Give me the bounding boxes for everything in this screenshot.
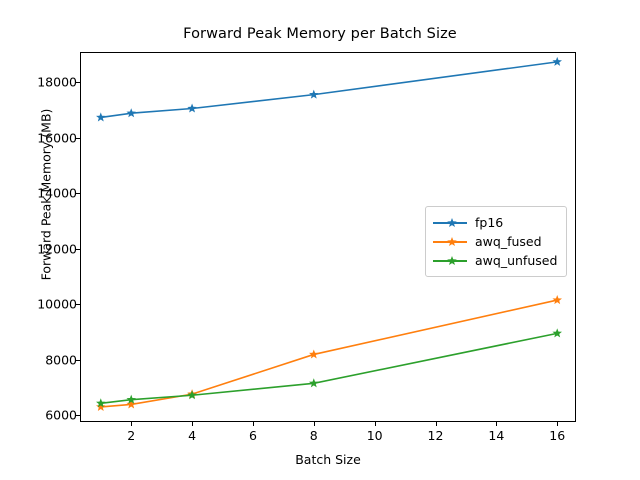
x-tick-mark-10 <box>374 421 376 426</box>
data-point-marker <box>187 103 197 113</box>
data-point-marker <box>552 295 562 305</box>
y-axis-label: Forward Peak Memory (MB) <box>38 108 54 281</box>
legend-item-fp16[interactable]: fp16 <box>433 213 557 232</box>
data-point-marker <box>126 108 136 118</box>
plot-area: 6000 8000 10000 12000 14000 16000 18000 2 4 6 8 10 1… <box>37 52 576 443</box>
x-tick-mark-8 <box>313 421 315 426</box>
data-point-marker <box>187 390 197 400</box>
y-tick-label: 14000 <box>37 185 77 201</box>
legend-star-icon <box>447 255 457 265</box>
legend-swatch <box>433 217 467 229</box>
series-awq_unfused <box>96 328 562 408</box>
series-line-awq_fused <box>100 299 558 408</box>
data-point-marker <box>309 378 319 388</box>
chart-legend: fp16 awq_fused awq_unfused <box>425 206 568 277</box>
x-tick-label: 10 <box>366 428 383 443</box>
legend-item-awq_unfused[interactable]: awq_unfused <box>433 251 557 270</box>
legend-star-icon <box>447 217 457 227</box>
x-tick-mark-16 <box>557 421 559 426</box>
y-tick-label: 12000 <box>37 241 77 257</box>
series-line-awq_unfused <box>100 332 558 405</box>
legend-label: awq_unfused <box>475 253 558 268</box>
y-tick-mark <box>76 304 81 306</box>
x-tick-label: 4 <box>188 428 197 443</box>
x-axis-label: Batch Size <box>295 452 361 467</box>
series-fp16 <box>96 56 562 122</box>
x-tick-label: 14 <box>488 428 505 443</box>
y-tick-label: 16000 <box>37 130 77 146</box>
legend-swatch <box>433 255 467 267</box>
y-tick-mark <box>76 415 81 417</box>
y-tick-mark <box>76 248 81 250</box>
legend-item-awq_fused[interactable]: awq_fused <box>433 232 557 251</box>
x-tick-mark-4 <box>192 421 194 426</box>
y-tick-label: 18000 <box>37 74 77 90</box>
y-tick-mark <box>76 359 81 361</box>
legend-swatch <box>433 236 467 248</box>
data-point-marker <box>309 89 319 99</box>
data-point-marker <box>126 394 136 404</box>
series-awq_fused <box>96 295 562 411</box>
x-tick-label: 8 <box>309 428 318 443</box>
x-tick-label: 6 <box>248 428 257 443</box>
y-tick-mark <box>76 137 81 139</box>
legend-label: awq_fused <box>475 234 542 249</box>
y-tick-label: 6000 <box>45 407 77 423</box>
x-tick-mark-12 <box>435 421 437 426</box>
data-point-marker <box>552 56 562 66</box>
series-line-fp16 <box>100 61 558 119</box>
y-tick-mark <box>76 82 81 84</box>
data-point-marker <box>96 401 106 411</box>
x-tick-label: 12 <box>427 428 444 443</box>
data-point-marker <box>309 349 319 359</box>
x-tick-label: 16 <box>549 428 566 443</box>
x-tick-label: 2 <box>127 428 136 443</box>
data-point-marker <box>126 399 136 409</box>
y-tick-label: 10000 <box>37 296 77 312</box>
x-tick-mark-14 <box>496 421 498 426</box>
legend-label: fp16 <box>475 215 504 230</box>
legend-star-icon <box>447 236 457 246</box>
data-point-marker <box>552 328 562 338</box>
y-tick-label: 8000 <box>45 352 77 368</box>
chart-title: Forward Peak Memory per Batch Size <box>183 26 457 42</box>
x-tick-mark-2 <box>131 421 133 426</box>
series-lines-layer <box>96 56 562 411</box>
data-point-marker <box>96 112 106 122</box>
y-tick-mark <box>76 193 81 195</box>
data-point-marker <box>96 398 106 408</box>
x-tick-mark-6 <box>252 421 254 426</box>
